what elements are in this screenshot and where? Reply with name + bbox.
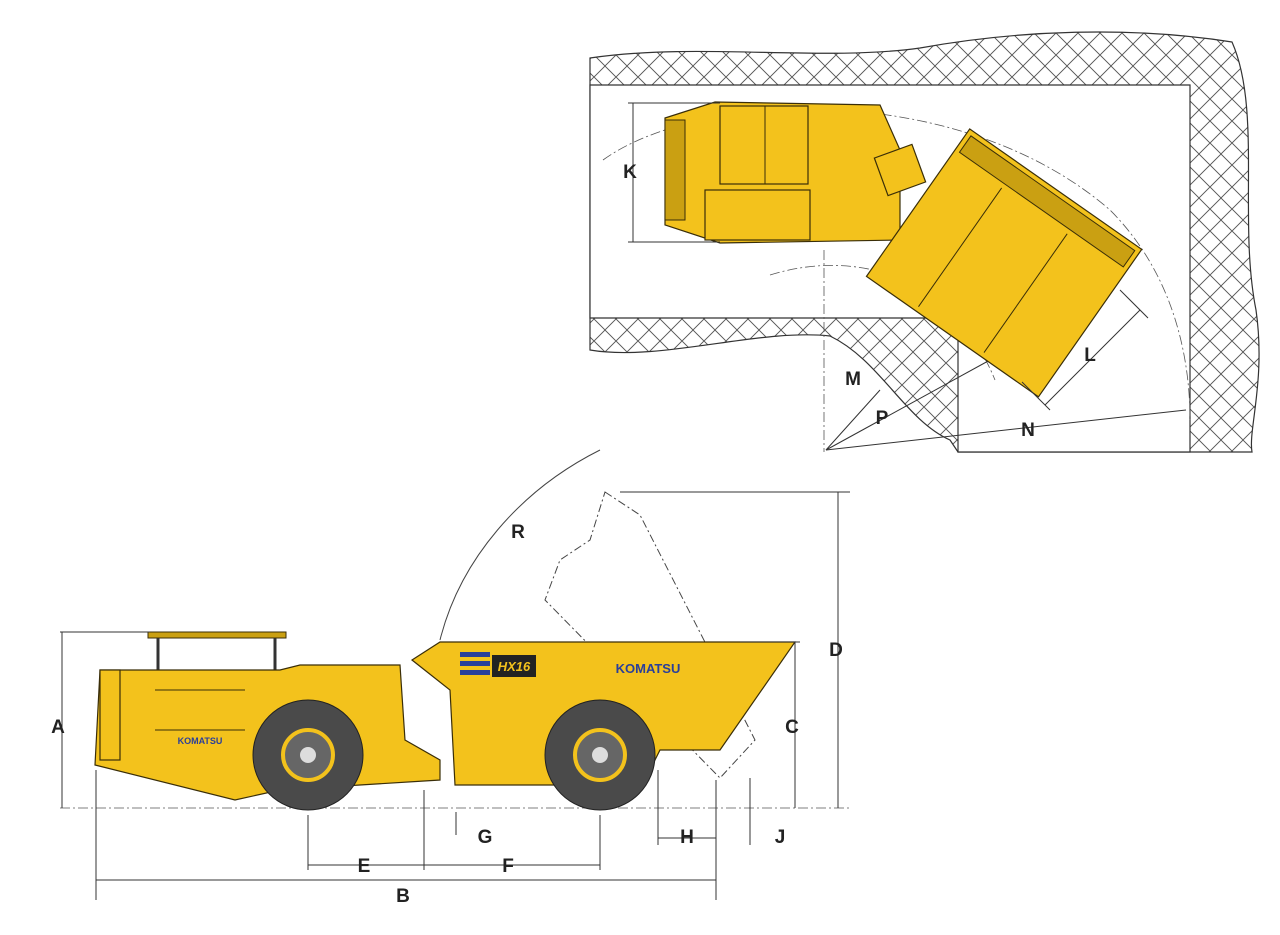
brand-logo-bucket: KOMATSU [616,661,681,676]
dimension-label-r: R [511,522,525,543]
dimension-label-l: L [1084,345,1096,366]
dimension-label-n: N [1021,420,1035,441]
dimension-label-g: G [478,827,493,848]
side-view: HX16 KOMATSU KOMATSU [51,449,850,907]
dimension-label-b: B [396,886,410,907]
brand-logo-body: KOMATSU [178,736,223,746]
dimension-label-e: E [358,856,371,877]
hx16-badge: HX16 [460,652,536,677]
dimension-lines [60,491,850,900]
front-wheel [252,699,364,811]
dimension-label-h: H [680,827,694,848]
truck-plan [664,101,1143,398]
dimension-label-f: F [502,856,514,877]
dimension-label-p: P [876,408,889,429]
dimension-label-k: K [623,162,637,183]
dimension-label-m: M [845,369,861,390]
dimension-label-a: A [51,717,65,738]
rear-wheel [544,699,656,811]
plan-view: K L M N P [589,31,1260,453]
dimension-label-j: J [775,827,786,848]
model-name: HX16 [498,659,531,674]
dump-arc-r [439,449,601,641]
dimension-label-c: C [785,717,799,738]
dimension-label-d: D [829,640,843,661]
